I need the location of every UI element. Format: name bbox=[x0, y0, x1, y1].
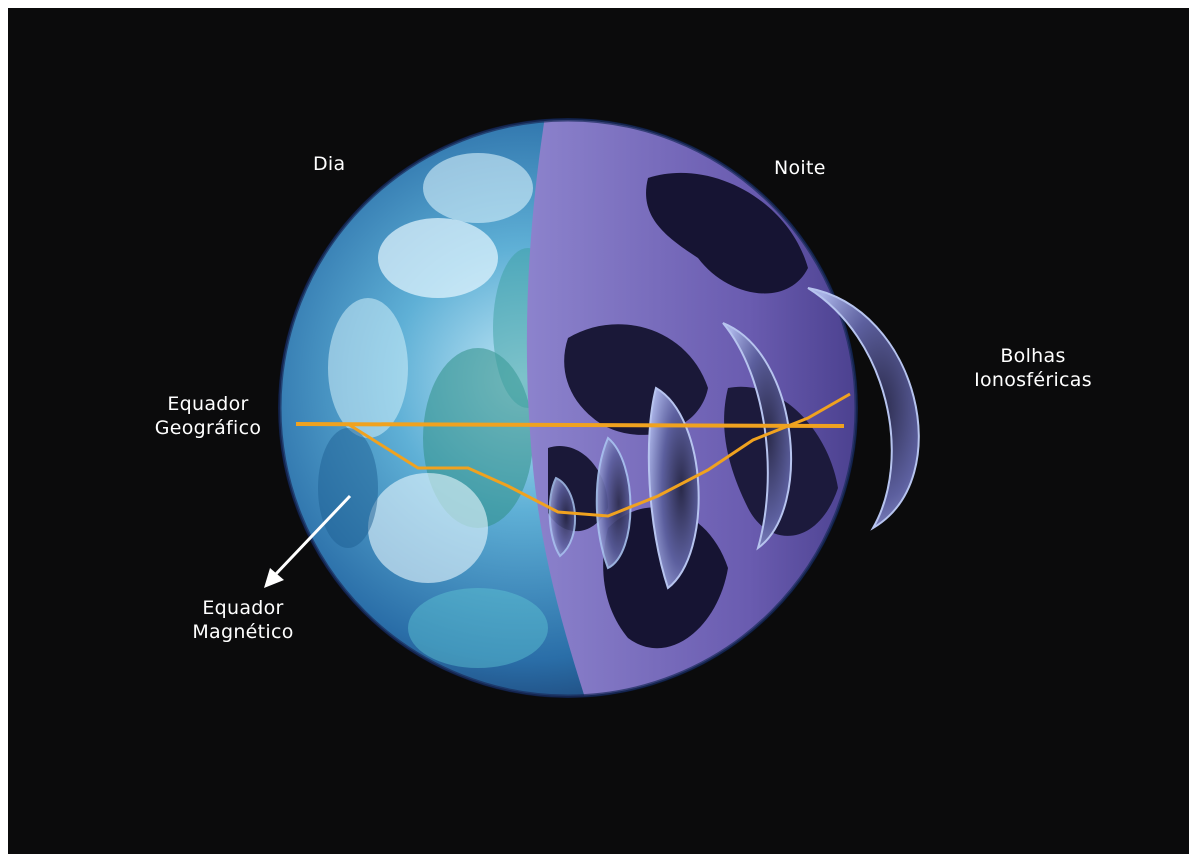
globe bbox=[278, 118, 858, 698]
magnetic-equator-arrow bbox=[264, 494, 352, 588]
label-night: Noite bbox=[774, 157, 826, 179]
magnetic-equator-line bbox=[347, 392, 851, 518]
label-ionospheric-bubbles: Bolhas Ionosféricas bbox=[974, 345, 1092, 391]
bubble-4 bbox=[722, 322, 792, 551]
label-geographic-equator: Equador Geográfico bbox=[154, 393, 262, 439]
bubble-1 bbox=[548, 476, 577, 558]
label-magnetic-equator: Equador Magnético bbox=[192, 597, 294, 643]
bubble-5 bbox=[807, 287, 920, 531]
globe-diagram bbox=[264, 118, 920, 698]
ionospheric-bubbles bbox=[548, 287, 920, 590]
geographic-equator-line bbox=[295, 422, 845, 428]
equator-lines bbox=[295, 392, 851, 518]
bubble-2 bbox=[595, 436, 632, 570]
label-day: Dia bbox=[313, 153, 346, 175]
ionospheric-bubbles-figure: Dia Noite Bolhas Ionosféricas Equador Ge… bbox=[8, 8, 1189, 854]
night-side bbox=[526, 120, 856, 696]
